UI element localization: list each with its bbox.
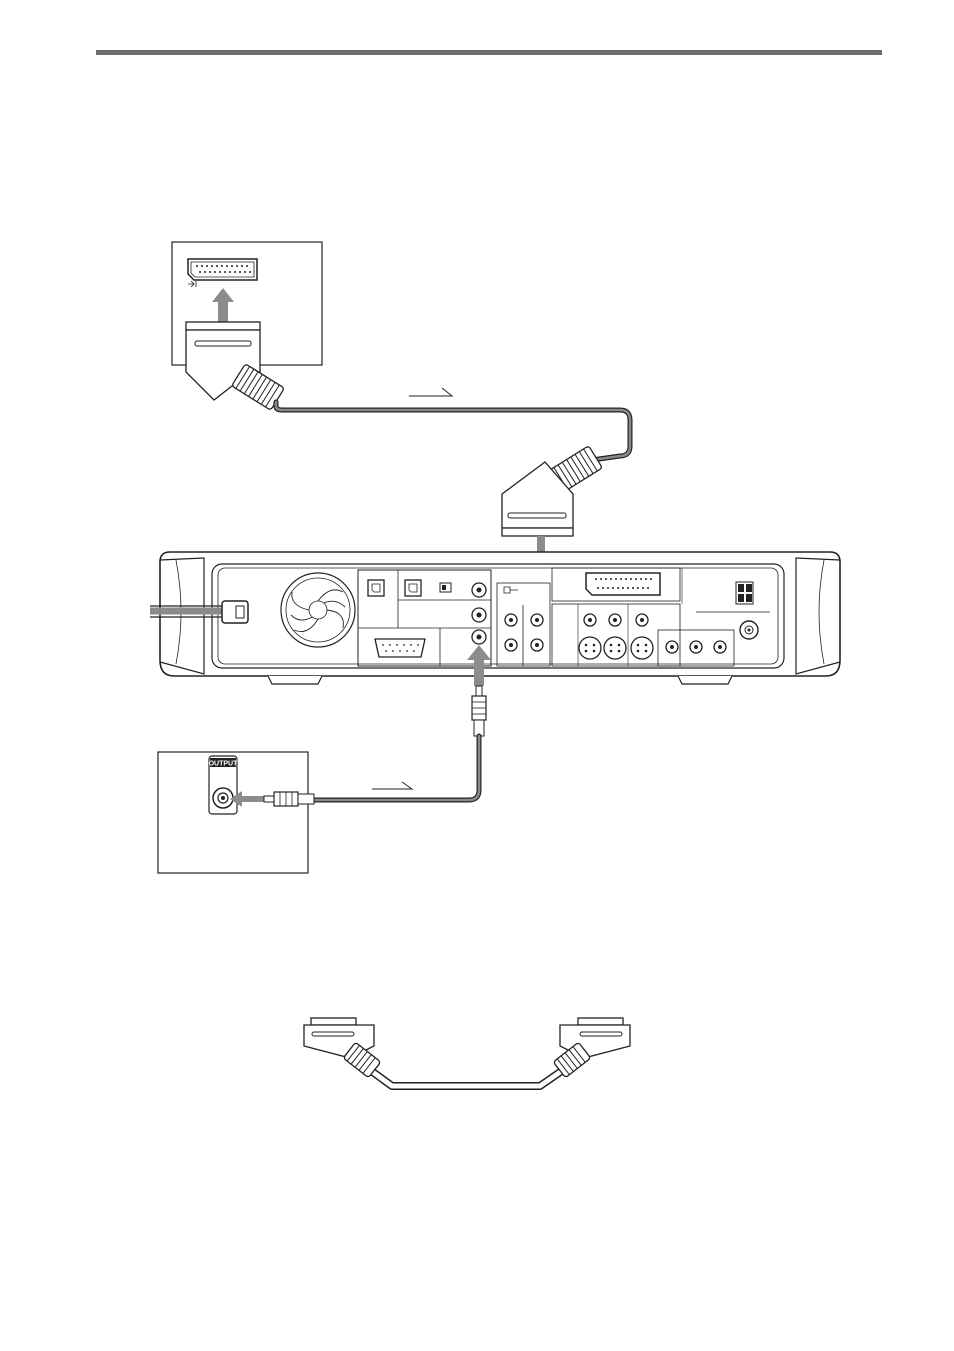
antenna-terminal xyxy=(740,621,758,639)
main-unit xyxy=(150,552,840,684)
audio-cable xyxy=(314,736,479,800)
signal-flow-arrow-top xyxy=(409,388,452,396)
receiver-panel: OUTPUT xyxy=(158,752,314,873)
top-rule xyxy=(96,50,882,55)
tv-scart-socket xyxy=(188,259,257,280)
scart-cable xyxy=(276,402,630,460)
rca-plug-vertical xyxy=(472,686,486,736)
unit-scart-plug xyxy=(502,446,602,536)
output-label: OUTPUT xyxy=(209,761,239,768)
scart-cable-illustration xyxy=(304,1018,630,1086)
signal-flow-arrow-bottom xyxy=(372,782,412,789)
speaker-terminal xyxy=(736,582,753,604)
